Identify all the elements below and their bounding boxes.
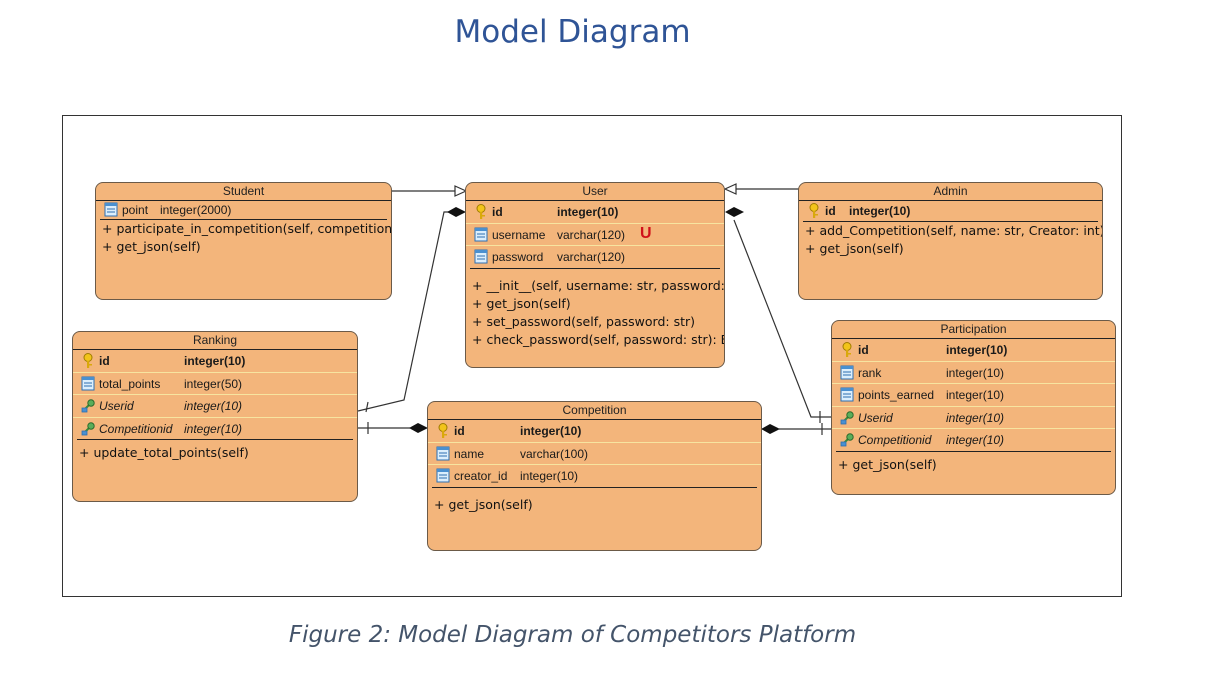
operation: + get_json(self) [838, 456, 937, 472]
attribute-row[interactable]: id integer(10) [73, 350, 357, 373]
attribute-row[interactable]: points_earned integer(10) [832, 384, 1115, 407]
class-title: Competition [428, 402, 761, 420]
key-icon [476, 204, 486, 219]
operation: + set_password(self, password: str) [472, 313, 696, 329]
operation: + get_json(self) [102, 239, 201, 254]
composition-diamond-participation-competition [761, 424, 780, 434]
attribute-row[interactable]: id integer(10) [799, 201, 1102, 221]
attribute-row[interactable]: total_points integer(50) [73, 373, 357, 395]
attribute-row[interactable]: rank integer(10) [832, 362, 1115, 384]
attribute-row[interactable]: id integer(10) [832, 339, 1115, 362]
attribute-row[interactable]: username varchar(120) U [466, 224, 724, 246]
key-icon [438, 423, 448, 438]
composition-diamond-participation-user [725, 207, 744, 217]
operations-divider [836, 450, 1111, 452]
key-icon [842, 342, 852, 357]
operations-divider [803, 221, 1098, 222]
key-icon [809, 203, 819, 218]
attribute-row[interactable]: id integer(10) [428, 420, 761, 443]
attribute-row[interactable]: Userid integer(10) [832, 407, 1115, 429]
class-admin[interactable]: Admin id integer(10) + add_Competition(s… [798, 182, 1103, 300]
attribute-row[interactable]: password varchar(120) [466, 246, 724, 268]
unique-constraint-icon: U [640, 224, 652, 242]
class-ranking[interactable]: Ranking id integer(10) total_points inte… [72, 331, 358, 502]
class-participation[interactable]: Participation id integer(10) rank intege… [831, 320, 1116, 495]
column-icon [436, 446, 450, 460]
attribute-row[interactable]: Competitionid integer(10) [73, 418, 357, 440]
operations-divider [77, 439, 353, 440]
foreign-key-icon [840, 432, 854, 447]
column-icon [840, 387, 854, 402]
class-user[interactable]: User id integer(10) username varchar(120… [465, 182, 725, 368]
column-icon [104, 202, 118, 217]
attribute-row[interactable]: creator_id integer(10) [428, 465, 761, 487]
foreign-key-icon [81, 421, 95, 436]
operations-divider [100, 219, 387, 220]
generalization-arrow-admin [723, 183, 737, 195]
operation: + __init__(self, username: str, password… [472, 277, 725, 293]
column-icon [474, 227, 488, 241]
attribute-row[interactable]: point integer(2000) [96, 201, 391, 219]
attribute-row[interactable]: id integer(10) [466, 201, 724, 224]
class-title: Admin [799, 183, 1102, 201]
class-title: User [466, 183, 724, 201]
diagram-frame [62, 115, 1122, 597]
operation: + add_Competition(self, name: str, Creat… [805, 223, 1103, 238]
operation: + get_json(self) [805, 241, 904, 256]
foreign-key-icon [81, 398, 95, 413]
composition-diamond-ranking-user [447, 207, 466, 217]
class-title: Student [96, 183, 391, 201]
key-icon [83, 353, 93, 368]
column-icon [436, 468, 450, 483]
operation: + check_password(self, password: str): B… [472, 331, 725, 347]
column-icon [840, 365, 854, 379]
figure-caption: Figure 2: Model Diagram of Competitors P… [288, 622, 857, 648]
operation: + get_json(self) [434, 496, 533, 512]
class-student[interactable]: Student point integer(2000) + participat… [95, 182, 392, 300]
generalization-arrow-student [454, 185, 468, 197]
foreign-key-icon [840, 410, 854, 425]
operation: + get_json(self) [472, 295, 571, 311]
column-icon [81, 376, 95, 390]
operations-divider [432, 486, 757, 488]
attribute-row[interactable]: name varchar(100) [428, 443, 761, 465]
operations-divider [470, 267, 720, 269]
attribute-row[interactable]: Userid integer(10) [73, 395, 357, 418]
attribute-row[interactable]: Competitionid integer(10) [832, 429, 1115, 451]
composition-diamond-ranking-competition [409, 423, 428, 433]
column-icon [474, 249, 488, 264]
class-competition[interactable]: Competition id integer(10) name varchar(… [427, 401, 762, 551]
class-title: Participation [832, 321, 1115, 339]
operation: + participate_in_competition(self, compe… [102, 221, 392, 236]
diagram-title: Model Diagram [454, 14, 691, 50]
class-title: Ranking [73, 332, 357, 350]
operation: + update_total_points(self) [79, 445, 249, 460]
